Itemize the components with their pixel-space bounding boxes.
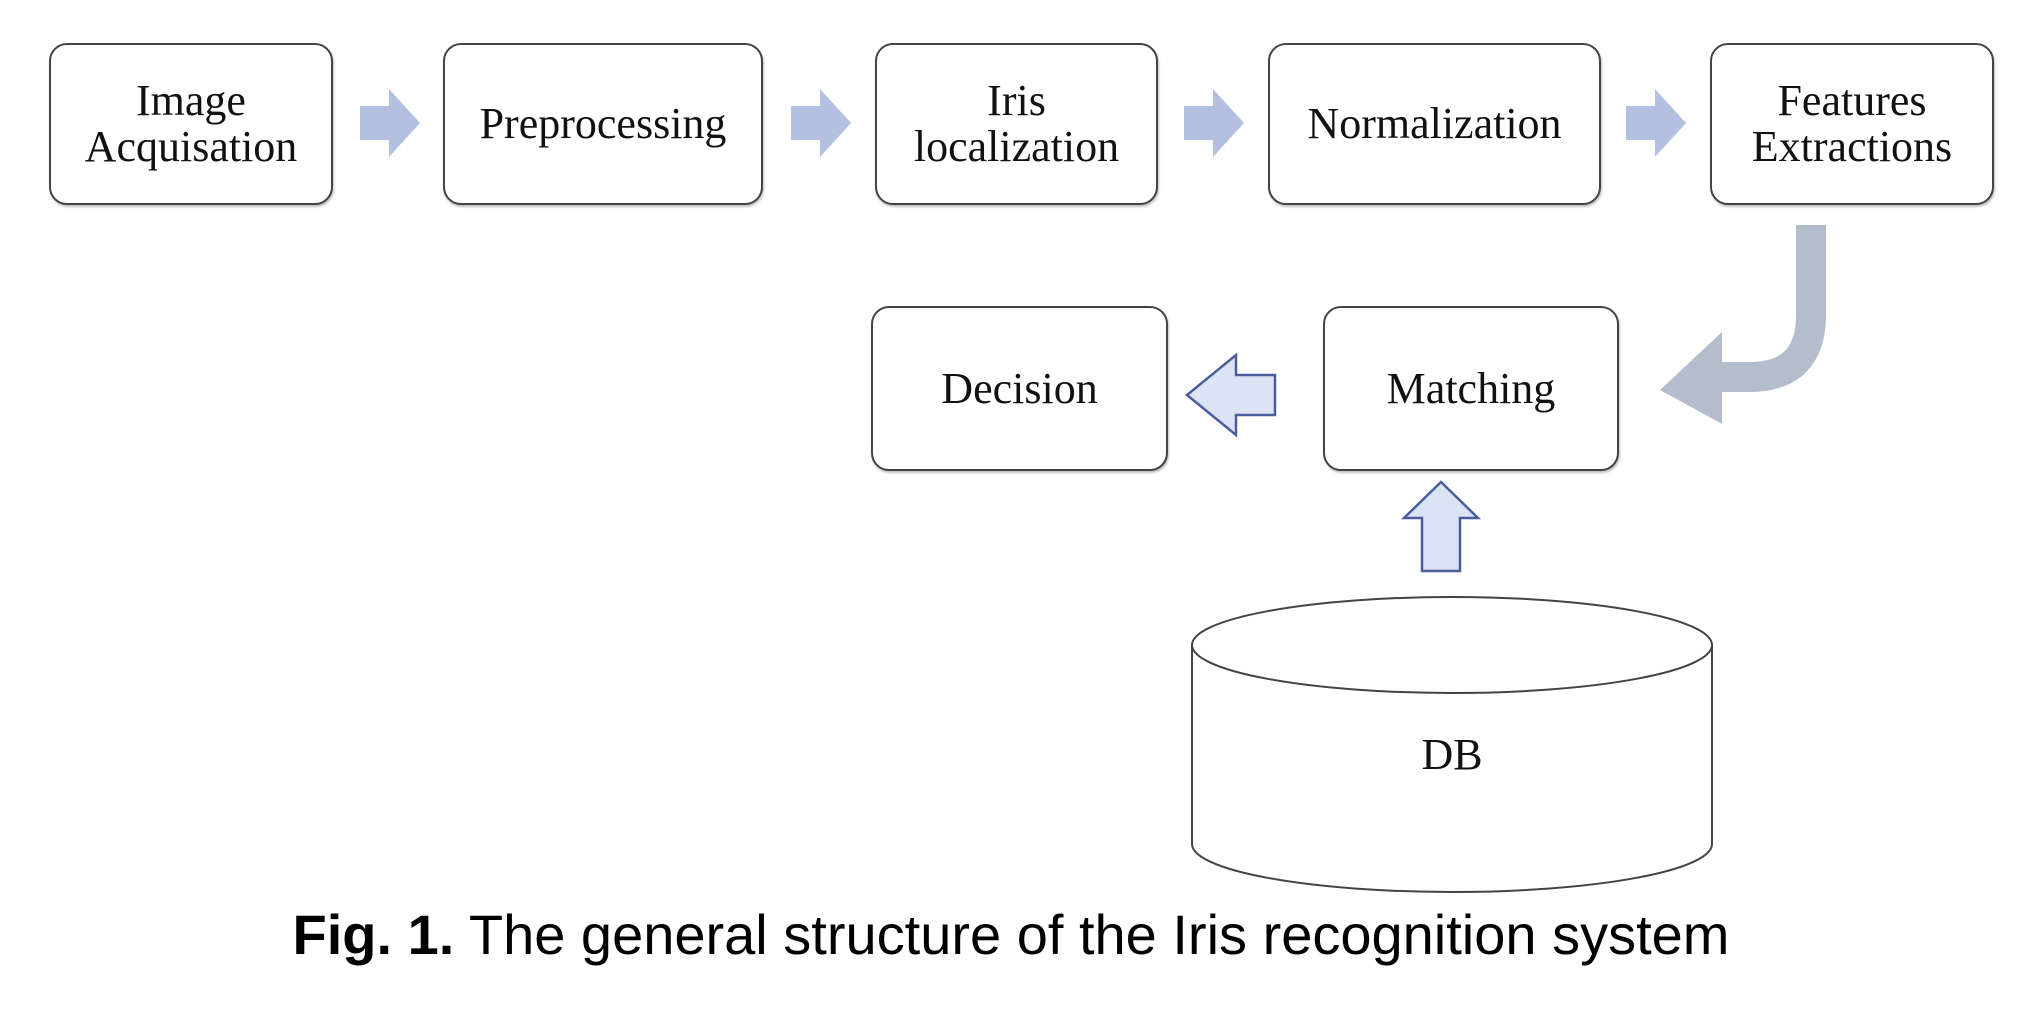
preprocessing-box: Preprocessing <box>443 43 763 205</box>
normalization-box: Normalization <box>1268 43 1601 205</box>
arrow-acquisition-to-preprocessing <box>360 89 420 157</box>
decision-box: Decision <box>871 306 1168 471</box>
figure-caption: Fig. 1. The general structure of the Iri… <box>0 895 2022 975</box>
preprocessing-label: Preprocessing <box>479 99 727 148</box>
decision-label: Decision <box>941 363 1098 413</box>
image-acquisition-label: Image Acquisation <box>84 76 298 171</box>
arrow-normalization-to-features <box>1626 89 1686 157</box>
figure-caption-text: The general structure of the Iris recogn… <box>454 903 1730 966</box>
arrow-localization-to-normalization <box>1184 89 1244 157</box>
image-acquisition-box: Image Acquisation <box>49 43 333 205</box>
arrow-features-to-matching <box>1660 225 1826 424</box>
figure-number: Fig. 1. <box>292 903 455 966</box>
features-extractions-label: Features Extractions <box>1751 76 1953 171</box>
iris-localization-box: Iris localization <box>875 43 1158 205</box>
matching-label: Matching <box>1386 363 1556 413</box>
matching-box: Matching <box>1323 306 1619 471</box>
arrow-preprocessing-to-localization <box>791 89 851 157</box>
arrow-matching-to-decision <box>1185 352 1277 438</box>
arrow-db-to-matching <box>1400 480 1482 573</box>
normalization-label: Normalization <box>1307 99 1562 148</box>
iris-localization-label: Iris localization <box>913 76 1120 171</box>
database-label: DB <box>1421 730 1483 779</box>
features-extractions-box: Features Extractions <box>1710 43 1994 205</box>
database-cylinder <box>1191 596 1713 893</box>
